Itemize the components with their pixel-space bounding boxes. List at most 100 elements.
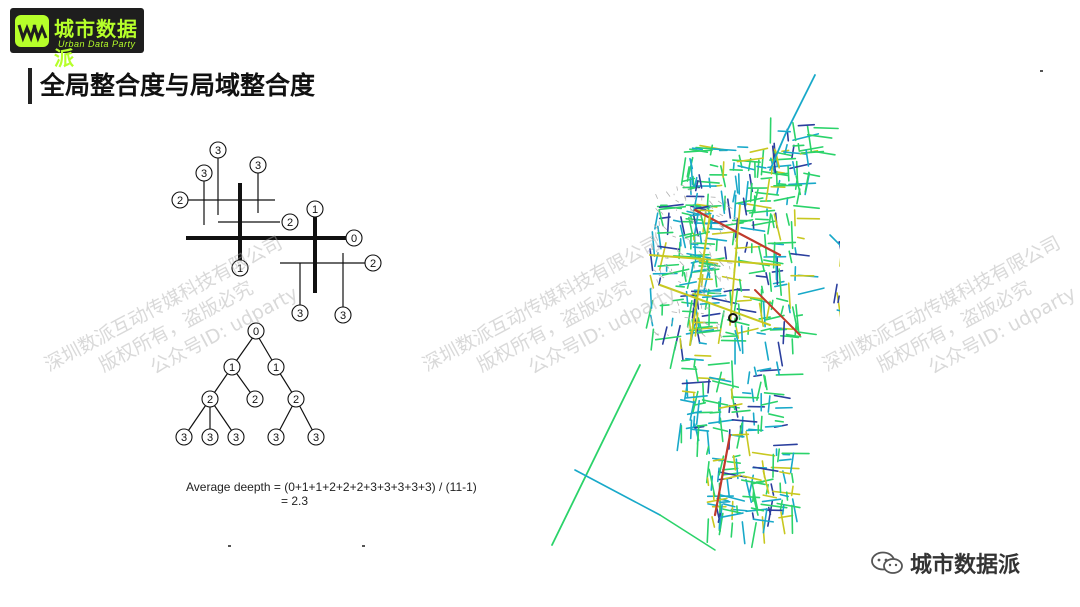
map-street: [734, 329, 741, 352]
map-street: [680, 399, 696, 404]
axial_lines-depth-node: 1: [306, 200, 324, 218]
map-street: [672, 219, 682, 223]
map-texture: [719, 229, 722, 235]
tree-depth-node: 1: [267, 358, 285, 376]
map-street: [676, 423, 682, 452]
map-street: [732, 162, 735, 171]
map-street: [751, 512, 755, 520]
map-street: [683, 271, 687, 282]
map-street: [763, 374, 767, 388]
map-street: [690, 159, 694, 186]
map-texture: [651, 245, 653, 250]
map-street: [700, 273, 704, 288]
map-texture: [700, 304, 703, 309]
map-street: [779, 471, 791, 475]
tree-depth-node: 2: [246, 390, 264, 408]
map-marker-icon: [728, 313, 738, 323]
formula-line-1: Average deepth = (0+1+1+2+2+2+3+3+3+3+3)…: [186, 480, 477, 494]
corner-mark: [1040, 70, 1043, 72]
map-street: [753, 497, 759, 516]
map-street: [792, 133, 820, 142]
map-street: [725, 331, 735, 336]
map-texture: [678, 251, 684, 256]
map-street: [782, 320, 786, 345]
map-street: [736, 308, 757, 314]
axial_lines-depth-node: 2: [281, 213, 299, 231]
axial_lines-depth-node: 2: [171, 191, 189, 209]
map-street: [774, 420, 785, 423]
map-texture: [708, 326, 715, 329]
map-texture: [703, 264, 705, 270]
map-texture: [724, 297, 728, 302]
map-street: [756, 159, 760, 179]
map-texture: [701, 332, 706, 337]
map-street: [705, 445, 710, 455]
map-street: [756, 332, 766, 335]
map-street: [708, 468, 716, 497]
map-texture: [655, 208, 660, 213]
map-street: [730, 396, 760, 399]
map-street: [813, 126, 839, 130]
map-street: [751, 388, 755, 403]
map-street: [743, 295, 765, 301]
map-street: [749, 147, 769, 153]
map-texture: [653, 269, 657, 272]
map-street: [792, 121, 797, 142]
map-street: [683, 149, 713, 153]
map-street: [709, 214, 714, 230]
logo: 城市数据派 Urban Data Party: [10, 8, 144, 70]
map-street: [772, 280, 785, 285]
map-texture: [694, 205, 696, 208]
map-street: [737, 173, 741, 195]
map-texture: [714, 273, 720, 280]
map-street: [669, 340, 678, 370]
map-street: [787, 304, 791, 314]
map-street: [694, 179, 699, 192]
tree-depth-label: 1: [273, 362, 279, 374]
map-street: [689, 176, 692, 196]
map-texture: [722, 287, 725, 290]
logo-name-cn: 城市数据派: [54, 17, 138, 70]
map-texture: [662, 225, 668, 231]
map-street: [685, 395, 708, 399]
map-street: [740, 479, 766, 486]
map-street: [765, 178, 771, 202]
map-texture: [727, 206, 733, 209]
map-street: [767, 395, 771, 413]
map-street: [775, 172, 790, 176]
map-street: [710, 148, 737, 152]
map-street: [736, 299, 752, 303]
map-street: [753, 374, 763, 378]
map-street: [697, 317, 703, 334]
map-street: [796, 188, 801, 205]
map-street: [724, 246, 728, 260]
map-street: [672, 298, 684, 302]
map-street: [693, 267, 715, 273]
map-street: [791, 144, 795, 159]
map-street: [791, 498, 798, 523]
map-street: [776, 361, 781, 376]
map-street: [654, 335, 682, 341]
map-texture: [650, 236, 655, 242]
map-texture: [705, 268, 712, 274]
map-street: [736, 422, 743, 449]
map-texture: [664, 257, 669, 259]
map-street: [776, 297, 789, 302]
map-texture: [714, 262, 720, 268]
map-street: [791, 338, 794, 355]
axial_lines-depth-node: 3: [209, 141, 227, 159]
map-street: [792, 161, 797, 176]
map-texture: [656, 250, 660, 255]
axial_lines-depth-node: 3: [249, 156, 267, 174]
map-texture: [660, 211, 664, 215]
map-street: [794, 247, 798, 256]
map-street: [770, 483, 775, 496]
map-street: [694, 354, 712, 357]
map-street: [649, 288, 653, 309]
map-street: [680, 157, 687, 186]
map-texture: [653, 331, 659, 336]
map-mid-high: [729, 204, 741, 326]
map-texture: [696, 235, 700, 238]
map-street: [777, 182, 787, 186]
map-texture: [700, 290, 706, 295]
